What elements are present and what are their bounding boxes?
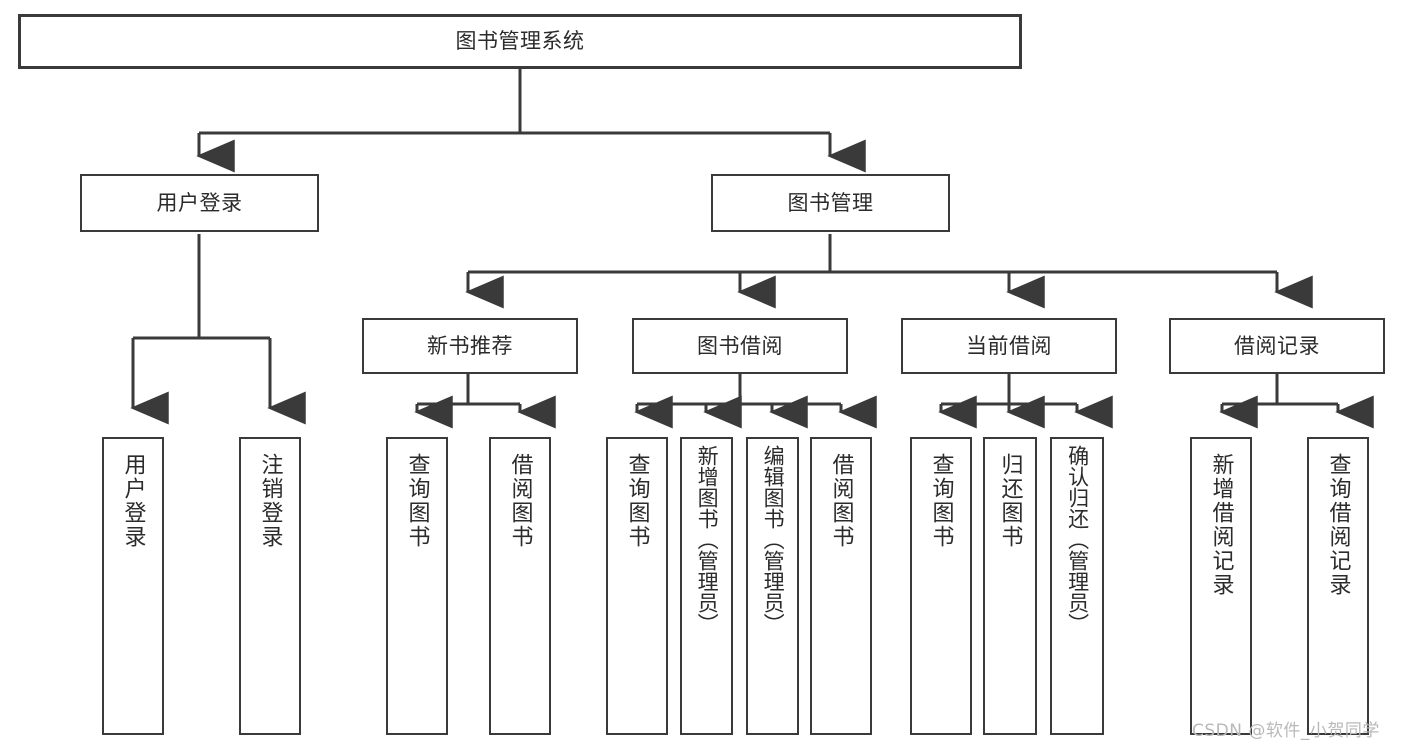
node-user-login-label: 用户登录	[156, 190, 243, 215]
node-new-book-rec-label: 新书推荐	[427, 333, 513, 358]
node-leaf-logout[interactable]: 注销登录	[239, 437, 301, 735]
node-borrow-record[interactable]: 借阅记录	[1169, 318, 1385, 374]
node-leaf-query-book-2-label: 查询图书	[624, 453, 650, 549]
node-leaf-query-book-1-label: 查询图书	[404, 453, 430, 549]
node-leaf-borrow-book-1[interactable]: 借阅图书	[489, 437, 551, 735]
node-book-manage-label: 图书管理	[787, 190, 874, 215]
node-root[interactable]: 图书管理系统	[18, 14, 1022, 69]
node-root-label: 图书管理系统	[455, 29, 585, 54]
node-current-borrow-label: 当前借阅	[966, 333, 1052, 358]
node-leaf-query-record-label: 查询借阅记录	[1325, 453, 1351, 597]
node-leaf-query-book-2[interactable]: 查询图书	[606, 437, 668, 735]
node-leaf-edit-book-label: 编辑图书（管理员）	[761, 445, 786, 634]
node-leaf-edit-book[interactable]: 编辑图书（管理员）	[746, 437, 799, 735]
node-leaf-user-login[interactable]: 用户登录	[102, 437, 164, 735]
node-current-borrow[interactable]: 当前借阅	[901, 318, 1117, 374]
node-leaf-add-book-label: 新增图书（管理员）	[695, 445, 720, 634]
csdn-watermark: CSDN @软件_小贺同学	[1192, 721, 1380, 741]
node-leaf-borrow-book-1-label: 借阅图书	[507, 453, 533, 549]
node-new-book-rec[interactable]: 新书推荐	[362, 318, 578, 374]
node-leaf-confirm-return-label: 确认归还（管理员）	[1065, 445, 1090, 634]
node-book-manage[interactable]: 图书管理	[711, 174, 950, 232]
node-leaf-confirm-return[interactable]: 确认归还（管理员）	[1050, 437, 1104, 735]
node-leaf-query-book-3-label: 查询图书	[928, 453, 954, 549]
node-leaf-query-book-1[interactable]: 查询图书	[386, 437, 448, 735]
node-book-borrow-label: 图书借阅	[697, 333, 783, 358]
node-borrow-record-label: 借阅记录	[1234, 333, 1320, 358]
node-book-borrow[interactable]: 图书借阅	[632, 318, 848, 374]
node-leaf-logout-label: 注销登录	[257, 453, 283, 549]
node-leaf-borrow-book-2-label: 借阅图书	[828, 453, 854, 549]
node-leaf-return-book-label: 归还图书	[997, 453, 1023, 549]
node-leaf-add-record-label: 新增借阅记录	[1208, 453, 1234, 597]
node-leaf-add-record[interactable]: 新增借阅记录	[1190, 437, 1252, 735]
node-leaf-user-login-label: 用户登录	[120, 453, 146, 549]
node-leaf-add-book[interactable]: 新增图书（管理员）	[680, 437, 733, 735]
node-leaf-query-book-3[interactable]: 查询图书	[910, 437, 972, 735]
node-leaf-return-book[interactable]: 归还图书	[983, 437, 1037, 735]
node-user-login[interactable]: 用户登录	[80, 174, 319, 232]
node-leaf-query-record[interactable]: 查询借阅记录	[1307, 437, 1369, 735]
node-leaf-borrow-book-2[interactable]: 借阅图书	[810, 437, 872, 735]
